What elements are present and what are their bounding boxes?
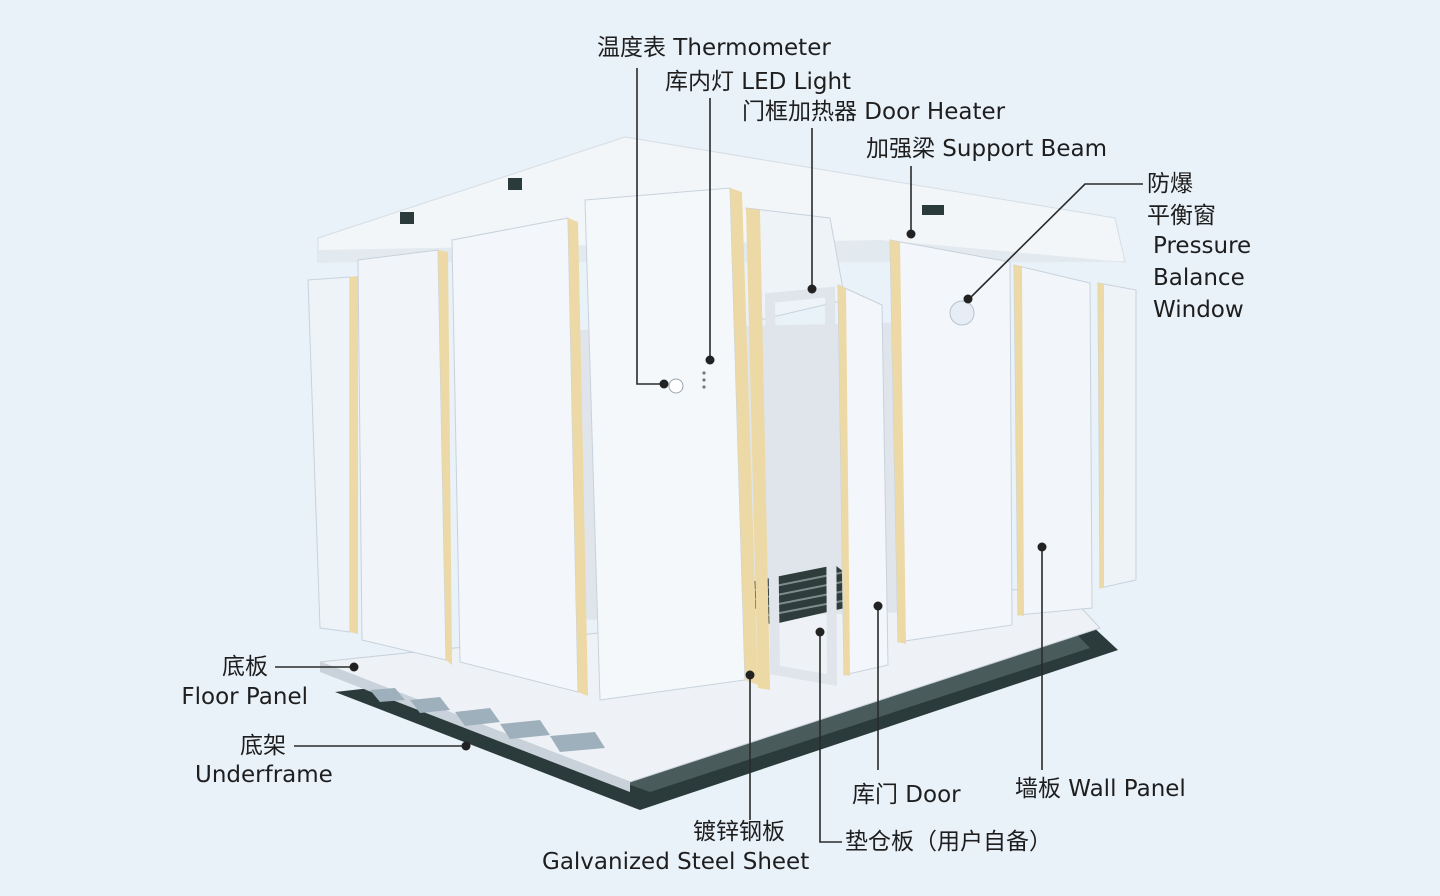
front-corner-panel [584,187,746,701]
wall-panel-core [1014,265,1024,616]
led-light-dot [705,355,715,365]
floor-panel-label-cn: 底板 [222,654,268,680]
door-label: 库门 Door [852,782,961,808]
wall-panel [1013,264,1093,616]
side-wall-panel [307,276,351,633]
pressure-window-label-en-1: Pressure [1153,233,1252,259]
pallet-board-label: 垫仓板（用户自备） [845,829,1052,855]
wall-panel-core [438,250,452,665]
leader-lines [275,68,1143,843]
roof-connector [400,212,414,224]
underframe-slots [370,688,605,752]
side-wall-panel-core [1098,283,1104,588]
door-opening-frame [764,286,838,686]
led-light-switch [702,371,706,389]
wall-panel-label: 墙板 Wall Panel [1015,776,1186,802]
galvanized-label-en: Galvanized Steel Sheet [542,849,810,875]
door-heater-dot [807,284,817,294]
pallet-board-dot [815,627,825,637]
pressure-window-label-cn-2: 平衡窗 [1147,203,1216,229]
floor-panel-dot [349,662,359,672]
underframe-label-cn: 底架 [240,733,286,759]
pressure-balance-window-device [949,300,975,326]
front-corner-panel-core [730,188,758,685]
floor-panel-label-en: Floor Panel [181,684,308,710]
pressure-window-label-en-2: Balance [1153,265,1245,291]
door-frame-core [746,208,770,690]
thermometer-dot [659,379,669,389]
galvanized-label-cn: 镀锌钢板 [693,819,785,845]
thermometer-device [668,378,684,394]
pressure-window-label-cn-1: 防爆 [1147,171,1193,197]
led-light-label: 库内灯 LED Light [665,69,852,95]
support-beam-label: 加强梁 Support Beam [866,136,1107,162]
pallet-board-leader [819,632,842,843]
galvanized-dot [745,670,755,680]
wall-panel [889,239,1013,643]
pressure-window-dot [963,294,973,304]
leader-dots [349,229,1047,751]
thermometer-leader [636,68,664,385]
support-beam-dot [906,229,916,239]
wall-panel [451,217,579,693]
pressure-window-leader [969,183,1143,299]
thermometer-label: 温度表 Thermometer [597,35,831,61]
door-dot [873,601,883,611]
support-beam-bracket [922,205,944,215]
pressure-window-label-en-3: Window [1153,297,1244,323]
side-wall-panel-core [350,276,358,634]
wall-panel-core [890,240,906,644]
underframe-label-en: Underframe [195,762,333,788]
door-heater-label: 门框加热器 Door Heater [742,99,1006,125]
cold-room-door-core [838,285,850,676]
roof-connector [508,178,522,190]
underframe-dot [461,741,471,751]
wall-panel-dot [1037,542,1047,552]
wall-panel [357,249,447,661]
wall-panel-core [568,218,588,696]
